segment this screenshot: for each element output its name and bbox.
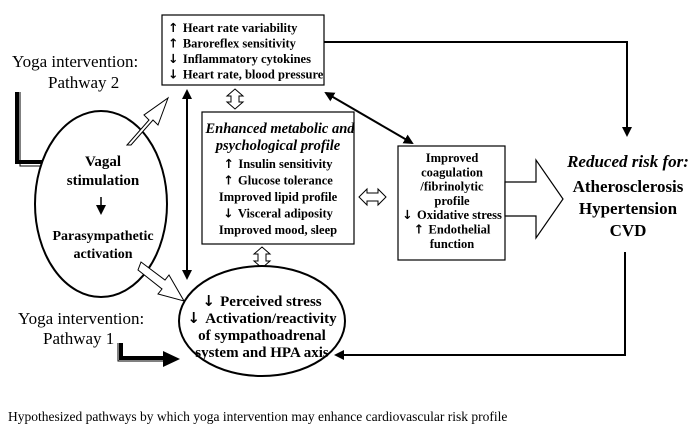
pathway1-label-line1: Yoga intervention:: [18, 309, 144, 328]
bottom-feedback-line: [334, 252, 626, 360]
vagal-line3: Parasympathetic: [52, 229, 153, 244]
outcome-item-1: Atherosclerosis: [573, 177, 684, 196]
metabolic-row: ↑ Glucose tolerance: [223, 173, 333, 188]
up-arrow-icon: ↑: [168, 36, 183, 51]
coagulation-text: Oxidative stress: [417, 208, 502, 222]
metabolic-title-line2: psychological profile: [214, 138, 341, 154]
coagulation-text: Improved: [426, 151, 479, 165]
pathway1-arrow: [117, 343, 180, 367]
hollow-vertical-arrow-bottom: [252, 246, 272, 269]
hollow-vertical-arrow-top: [225, 88, 245, 110]
coagulation-text: Endothelial: [429, 223, 491, 237]
outcome-item-3: CVD: [610, 221, 647, 240]
metabolic-row: ↓ Visceral adiposity: [223, 206, 334, 221]
coagulation-text: coagulation: [421, 165, 483, 179]
autonomic-row: ↑ Heart rate variability: [168, 20, 298, 35]
autonomic-text: Heart rate, blood pressure: [183, 68, 324, 82]
autonomic-text: Heart rate variability: [183, 21, 298, 35]
stress-text: of sympathoadrenal: [198, 328, 326, 344]
metabolic-row: ↑ Insulin sensitivity: [224, 156, 334, 171]
down-arrow-icon: ↓: [168, 51, 183, 66]
coagulation-row: ↑ Endothelial: [414, 222, 491, 237]
metabolic-text: Improved mood, sleep: [219, 223, 337, 237]
stress-ellipse: [178, 265, 346, 377]
outcome-item-2: Hypertension: [579, 199, 678, 218]
hollow-arrow-vagal-to-autonomic: [125, 96, 170, 146]
autonomic-text: Inflammatory cytokines: [183, 52, 311, 66]
up-arrow-icon: ↑: [224, 156, 239, 171]
stress-row: ↓ Activation/reactivity: [187, 309, 337, 327]
stress-text: Activation/reactivity: [205, 311, 337, 327]
coagulation-row: Improved: [426, 151, 479, 165]
coagulation-box: [397, 145, 506, 261]
autonomic-row: ↓ Inflammatory cytokines: [168, 51, 311, 66]
pathway2-label-line1: Yoga intervention:: [12, 52, 138, 71]
down-arrow-icon: ↓: [402, 207, 417, 222]
metabolic-row: Improved mood, sleep: [219, 223, 337, 237]
metabolic-row: Improved lipid profile: [219, 190, 338, 204]
coagulation-row: ↓ Oxidative stress: [402, 207, 502, 222]
stress-row: system and HPA axis: [195, 345, 329, 361]
coagulation-text: profile: [434, 194, 470, 208]
diagonal-double-arrow: [324, 91, 414, 145]
stress-row: of sympathoadrenal: [198, 328, 326, 344]
up-arrow-icon: ↑: [414, 222, 429, 237]
up-arrow-icon: ↑: [168, 20, 183, 35]
coagulation-row: function: [430, 237, 475, 251]
autonomic-box: [161, 14, 325, 86]
down-arrow-icon: ↓: [223, 206, 238, 221]
metabolic-text: Improved lipid profile: [219, 190, 338, 204]
up-arrow-icon: ↑: [223, 173, 238, 188]
coagulation-row: /fibrinolytic: [419, 180, 484, 194]
vagal-line4: activation: [73, 247, 132, 262]
vagal-line2: stimulation: [67, 173, 140, 189]
outcome-title: Reduced risk for:: [566, 152, 689, 171]
pathway1-label-line2: Pathway 1: [43, 329, 114, 348]
metabolic-text: Visceral adiposity: [238, 207, 334, 221]
down-arrow-icon: ↓: [202, 292, 220, 310]
coagulation-text: /fibrinolytic: [419, 180, 484, 194]
hollow-arrow-vagal-to-stress: [137, 261, 186, 302]
stress-text: Perceived stress: [220, 294, 322, 310]
autonomic-row: ↓ Heart rate, blood pressure: [168, 67, 324, 82]
hollow-horizontal-arrow: [358, 187, 387, 207]
top-feedback-line: [324, 41, 632, 137]
down-arrow-icon: ↓: [187, 309, 205, 327]
hollow-arrow-to-outcome: [504, 158, 564, 240]
coagulation-row: coagulation: [421, 165, 483, 179]
autonomic-row: ↑ Baroreflex sensitivity: [168, 36, 297, 51]
metabolic-text: Insulin sensitivity: [238, 157, 333, 171]
pathway2-label-line2: Pathway 2: [48, 73, 119, 92]
coagulation-text: function: [430, 237, 475, 251]
stress-text: system and HPA axis: [195, 345, 329, 361]
down-arrow-icon: ↓: [168, 67, 183, 82]
stress-row: ↓ Perceived stress: [202, 292, 321, 310]
metabolic-text: Glucose tolerance: [238, 174, 333, 188]
vagal-line1: Vagal: [85, 154, 121, 170]
autonomic-text: Baroreflex sensitivity: [183, 37, 297, 51]
metabolic-title-line1: Enhanced metabolic and: [204, 121, 355, 137]
coagulation-row: profile: [434, 194, 470, 208]
figure-caption: Hypothesized pathways by which yoga inte…: [8, 409, 508, 424]
